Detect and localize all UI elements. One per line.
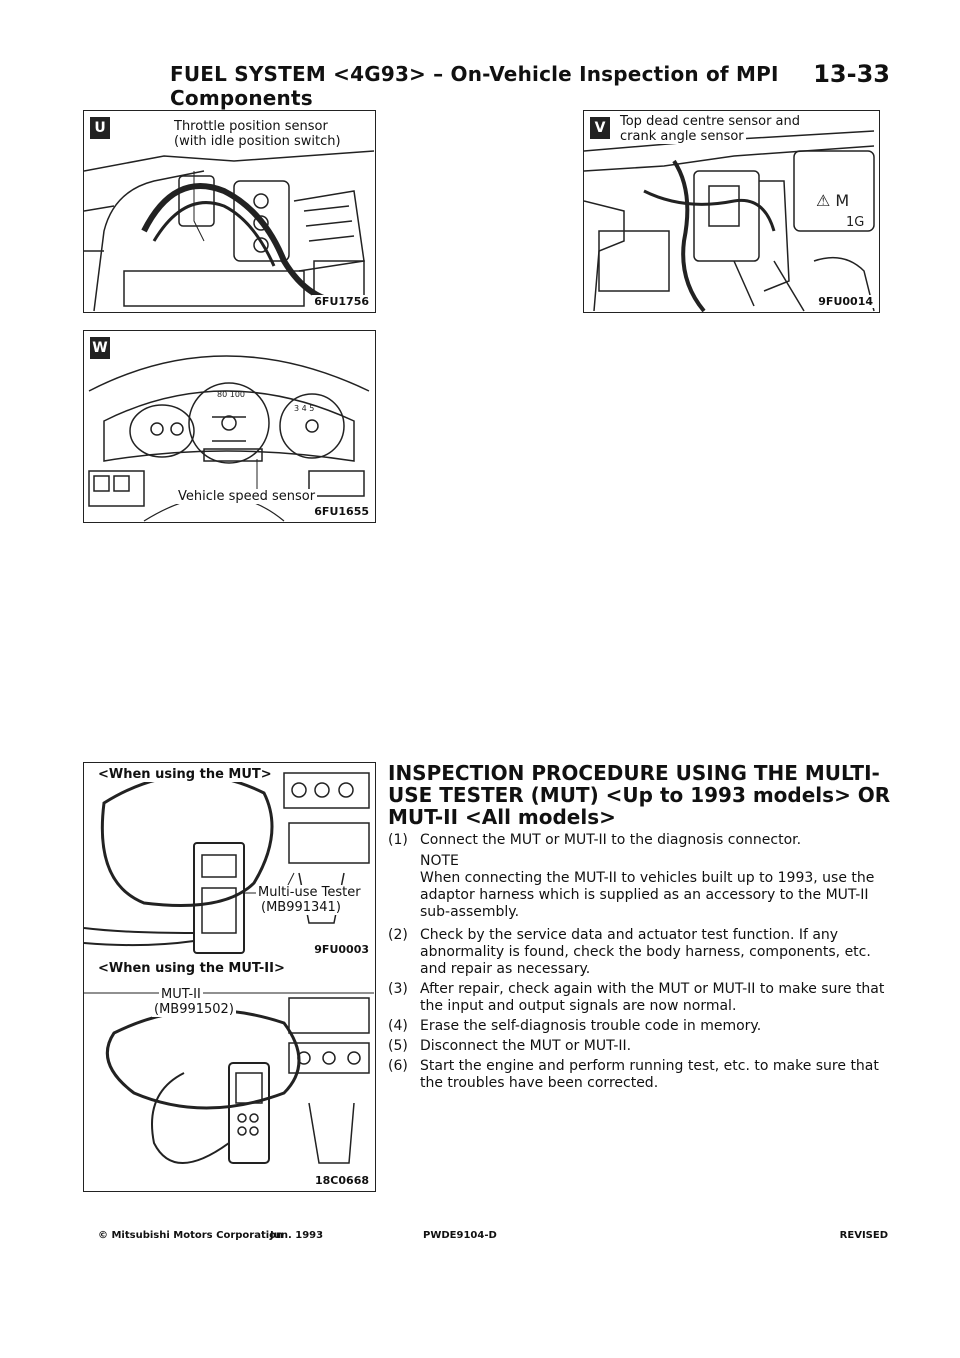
crank-sensor-illustration: ⚠ M 1G	[584, 130, 875, 312]
figure-label: Top dead centre sensor and	[618, 114, 803, 129]
figure-vehicle-speed-sensor: 80 100 3 4 5 W Vehicle speed sensor 6FU1…	[83, 330, 376, 523]
procedure-step: (4) Erase the self-diagnosis trouble cod…	[388, 1018, 888, 1035]
step-number: (5)	[388, 1038, 408, 1054]
step-number: (2)	[388, 927, 408, 943]
step-number: (4)	[388, 1018, 408, 1034]
procedure-step: (3) After repair, check again with the M…	[388, 981, 888, 1015]
figure-badge: W	[90, 337, 110, 359]
page-footer: © Mitsubishi Motors Corporation Jun. 199…	[98, 1230, 898, 1244]
figure-code: 18C0668	[313, 1174, 371, 1187]
mut-connection-illustration	[84, 772, 374, 1164]
figure-label: crank angle sensor	[618, 129, 746, 144]
svg-text:1G: 1G	[846, 215, 864, 230]
note: NOTE When connecting the MUT-II to vehic…	[420, 853, 888, 921]
step-text: Check by the service data and actuator t…	[420, 927, 871, 977]
figure-label: Multi-use Tester	[256, 885, 363, 900]
step-text: After repair, check again with the MUT o…	[420, 981, 885, 1014]
figure-label: (MB991341)	[259, 900, 343, 915]
footer-doc-code: PWDE9104-D	[423, 1230, 497, 1241]
footer-copyright: © Mitsubishi Motors Corporation	[98, 1230, 284, 1241]
figure-code: 6FU1756	[312, 295, 371, 308]
section-title: FUEL SYSTEM <4G93> – On-Vehicle Inspecti…	[170, 62, 779, 110]
figure-throttle-position-sensor: U Throttle position sensor (with idle po…	[83, 110, 376, 313]
step-text: Disconnect the MUT or MUT-II.	[420, 1038, 632, 1054]
figure-badge: U	[90, 117, 110, 139]
figure-label: Throttle position sensor	[172, 119, 330, 134]
note-title: NOTE	[420, 853, 459, 869]
step-text: Start the engine and perform running tes…	[420, 1058, 879, 1091]
figure-code: 6FU1655	[312, 505, 371, 518]
figure-label: (with idle position switch)	[172, 134, 343, 149]
step-number: (6)	[388, 1058, 408, 1074]
procedure-steps: (1) Connect the MUT or MUT-II to the dia…	[388, 832, 888, 1095]
footer-status: REVISED	[839, 1230, 888, 1241]
step-number: (3)	[388, 981, 408, 997]
procedure-step: (1) Connect the MUT or MUT-II to the dia…	[388, 832, 888, 849]
figure-label: (MB991502)	[152, 1002, 236, 1017]
page-number: 13-33	[813, 60, 890, 88]
section-heading: INSPECTION PROCEDURE USING THE MULTI-USE…	[388, 761, 891, 829]
figure-code: 9FU0014	[816, 295, 875, 308]
step-text: Connect the MUT or MUT-II to the diagnos…	[420, 832, 802, 848]
figure-label: MUT-II	[159, 987, 203, 1002]
footer-date: Jun. 1993	[270, 1230, 324, 1241]
svg-text:⚠ M: ⚠ M	[816, 191, 849, 210]
figure-mut-connection: <When using the MUT> Multi-use Tester (M…	[83, 762, 376, 1192]
step-number: (1)	[388, 832, 408, 848]
svg-text:3 4 5: 3 4 5	[294, 404, 314, 413]
figure-label: <When using the MUT-II>	[96, 961, 287, 976]
figure-top-dead-centre-sensor: ⚠ M 1G V Top dead centre sensor and cran…	[583, 110, 880, 313]
procedure-step: (6) Start the engine and perform running…	[388, 1058, 888, 1092]
figure-label: <When using the MUT>	[96, 767, 274, 782]
figure-badge: V	[590, 117, 610, 139]
figure-code: 9FU0003	[312, 943, 371, 956]
page-header: FUEL SYSTEM <4G93> – On-Vehicle Inspecti…	[170, 60, 890, 110]
note-text: When connecting the MUT-II to vehicles b…	[420, 870, 875, 920]
svg-text:80 100: 80 100	[217, 390, 245, 399]
figure-label: Vehicle speed sensor	[176, 489, 318, 504]
procedure-step: (2) Check by the service data and actuat…	[388, 927, 888, 978]
step-text: Erase the self-diagnosis trouble code in…	[420, 1018, 762, 1034]
procedure-step: (5) Disconnect the MUT or MUT-II.	[388, 1038, 888, 1055]
instrument-cluster-illustration: 80 100 3 4 5	[88, 355, 370, 522]
